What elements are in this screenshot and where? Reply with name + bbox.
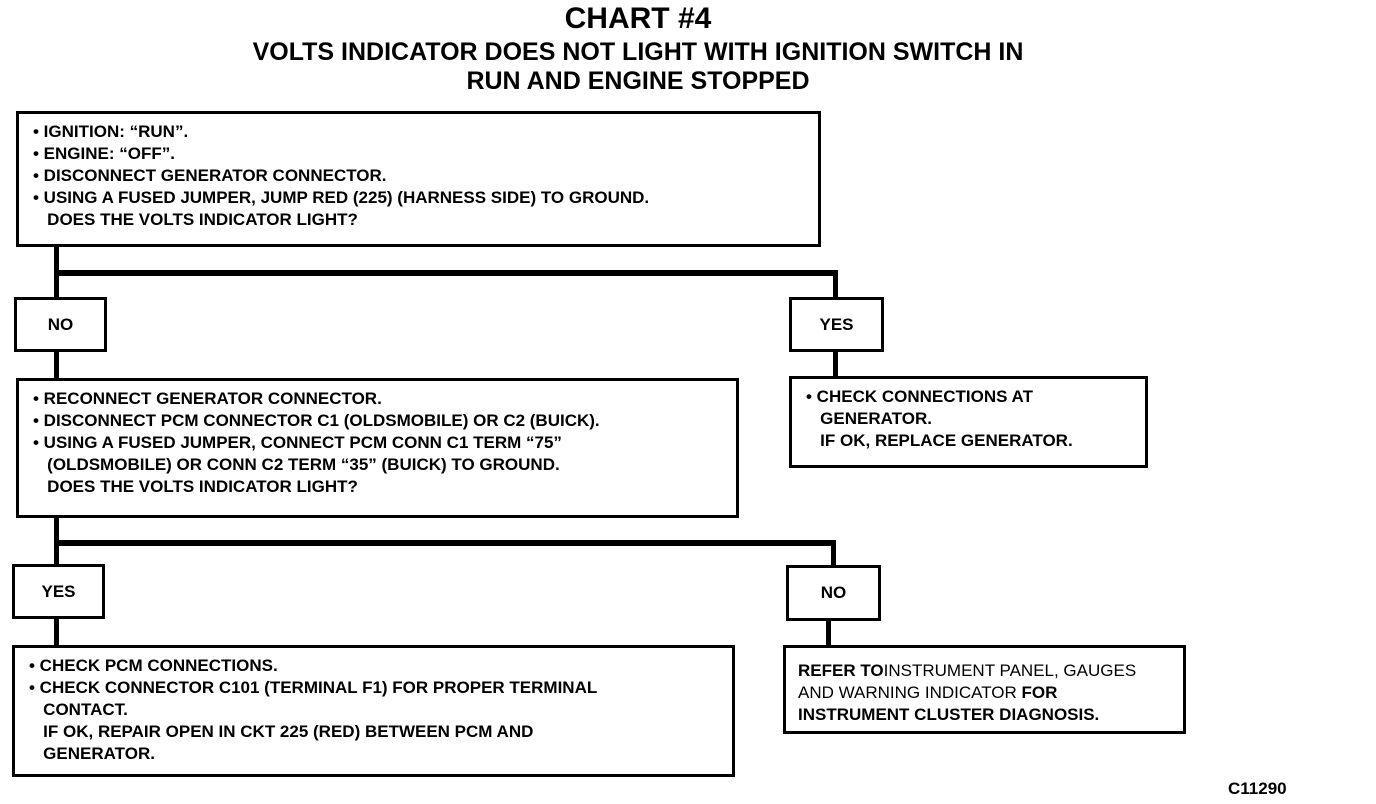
- connector-branch2-no-down: [831, 540, 836, 567]
- branch1-yes-label: YES: [789, 297, 884, 352]
- connector-branch1-horizontal: [54, 270, 838, 276]
- step2-line-2: • DISCONNECT PCM CONNECTOR C1 (OLDSMOBIL…: [33, 411, 600, 430]
- no2-result-box: REFER TOINSTRUMENT PANEL, GAUGES AND WAR…: [783, 645, 1186, 734]
- no2-result-line-1: REFER TOINSTRUMENT PANEL, GAUGES: [798, 660, 1173, 682]
- connector-branch1-yes-down: [833, 270, 838, 298]
- connector-no2-down: [826, 619, 831, 647]
- step1-line-5: DOES THE VOLTS INDICATOR LIGHT?: [33, 210, 358, 229]
- chart-subtitle-line2: RUN AND ENGINE STOPPED: [466, 67, 810, 95]
- connector-branch2-horizontal: [54, 540, 836, 546]
- connector-yes2-down: [54, 617, 59, 647]
- step1-line-4: • USING A FUSED JUMPER, JUMP RED (225) (…: [33, 188, 650, 207]
- step2-box: • RECONNECT GENERATOR CONNECTOR. • DISCO…: [16, 378, 739, 518]
- figure-code: C11290: [1228, 779, 1287, 798]
- branch1-no-label: NO: [14, 297, 107, 352]
- yes2-result-box: • CHECK PCM CONNECTIONS. • CHECK CONNECT…: [12, 645, 735, 777]
- step1-box: • IGNITION: “RUN”. • ENGINE: “OFF”. • DI…: [16, 111, 821, 247]
- no2-result-line-2: AND WARNING INDICATOR FOR: [798, 682, 1173, 704]
- yes2-result-line-3: CONTACT.: [29, 700, 128, 719]
- no2-warning-indicator: AND WARNING INDICATOR: [798, 683, 1017, 702]
- connector-yes1-down: [833, 350, 838, 378]
- branch2-yes-label: YES: [12, 564, 105, 619]
- step2-line-5: DOES THE VOLTS INDICATOR LIGHT?: [33, 477, 358, 496]
- no2-refer-to: REFER TO: [798, 661, 884, 680]
- yes2-result-line-2: • CHECK CONNECTOR C101 (TERMINAL F1) FOR…: [29, 678, 598, 697]
- step1-line-3: • DISCONNECT GENERATOR CONNECTOR.: [33, 166, 387, 185]
- step2-line-3: • USING A FUSED JUMPER, CONNECT PCM CONN…: [33, 433, 562, 452]
- yes1-result-line-3: IF OK, REPLACE GENERATOR.: [806, 431, 1073, 450]
- yes1-result-line-1: • CHECK CONNECTIONS AT: [806, 387, 1033, 406]
- no2-instrument-panel-gauges: INSTRUMENT PANEL, GAUGES: [883, 661, 1137, 680]
- chart-subtitle-line1: VOLTS INDICATOR DOES NOT LIGHT WITH IGNI…: [252, 38, 1024, 66]
- step2-line-1: • RECONNECT GENERATOR CONNECTOR.: [33, 389, 382, 408]
- step2-line-4: (OLDSMOBILE) OR CONN C2 TERM “35” (BUICK…: [33, 455, 560, 474]
- yes2-result-line-1: • CHECK PCM CONNECTIONS.: [29, 656, 278, 675]
- yes1-result-line-2: GENERATOR.: [806, 409, 932, 428]
- step1-line-2: • ENGINE: “OFF”.: [33, 144, 175, 163]
- no2-for: FOR: [1016, 683, 1058, 702]
- branch2-no-label: NO: [786, 565, 881, 621]
- yes2-result-line-5: GENERATOR.: [29, 744, 155, 763]
- no2-result-line-3: INSTRUMENT CLUSTER DIAGNOSIS.: [798, 705, 1100, 724]
- yes1-result-box: • CHECK CONNECTIONS AT GENERATOR. IF OK,…: [789, 376, 1148, 468]
- chart-title: CHART #4: [564, 2, 712, 35]
- step1-line-1: • IGNITION: “RUN”.: [33, 122, 189, 141]
- yes2-result-line-4: IF OK, REPAIR OPEN IN CKT 225 (RED) BETW…: [29, 722, 534, 741]
- connector-no1-down: [54, 350, 59, 380]
